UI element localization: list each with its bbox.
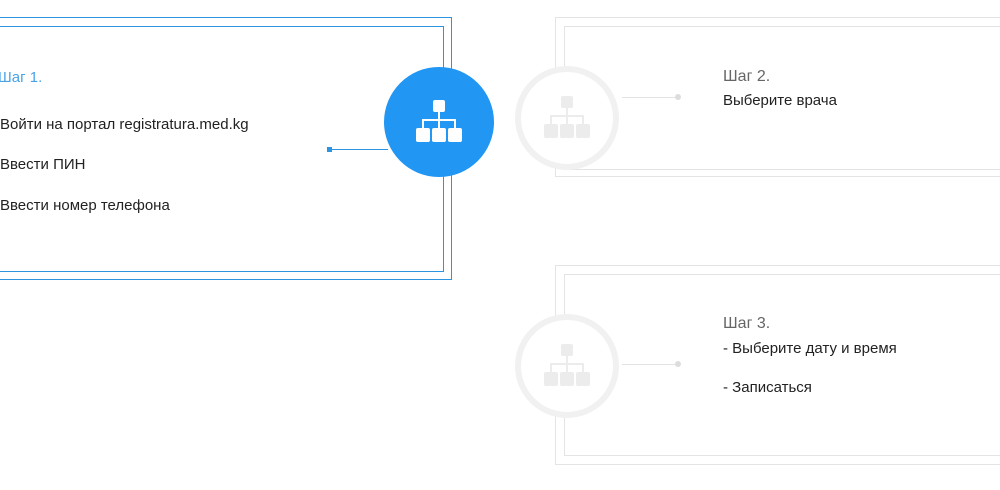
- step-3-line-1: - Выберите дату и время: [723, 340, 897, 357]
- sitemap-icon: [416, 100, 462, 142]
- step-3-connector-dot: [675, 361, 681, 367]
- step-3-line-2: - Записаться: [723, 379, 812, 396]
- step-1-line-2: Ввести ПИН: [0, 156, 86, 173]
- step-3-title: Шаг 3.: [723, 315, 771, 332]
- step-1-title: Шаг 1.: [0, 69, 43, 86]
- step-2-line-1: Выберите врача: [723, 92, 837, 109]
- step-1-line-1: Войти на портал registratura.med.kg: [0, 116, 249, 133]
- step-1-connector-dot: [327, 147, 332, 152]
- sitemap-icon: [544, 344, 590, 386]
- step-3-circle[interactable]: [515, 314, 619, 418]
- step-2-connector-dot: [675, 94, 681, 100]
- step-1-connector: [330, 149, 388, 150]
- step-3-connector: [622, 364, 678, 365]
- step-2-connector: [622, 97, 678, 98]
- step-1-circle[interactable]: [384, 67, 494, 177]
- sitemap-icon: [544, 96, 590, 138]
- step-2-title: Шаг 2.: [723, 68, 771, 85]
- step-1-line-3: Ввести номер телефона: [0, 197, 170, 214]
- step-2-circle[interactable]: [515, 66, 619, 170]
- step-3-card-inner-frame: [564, 274, 1000, 456]
